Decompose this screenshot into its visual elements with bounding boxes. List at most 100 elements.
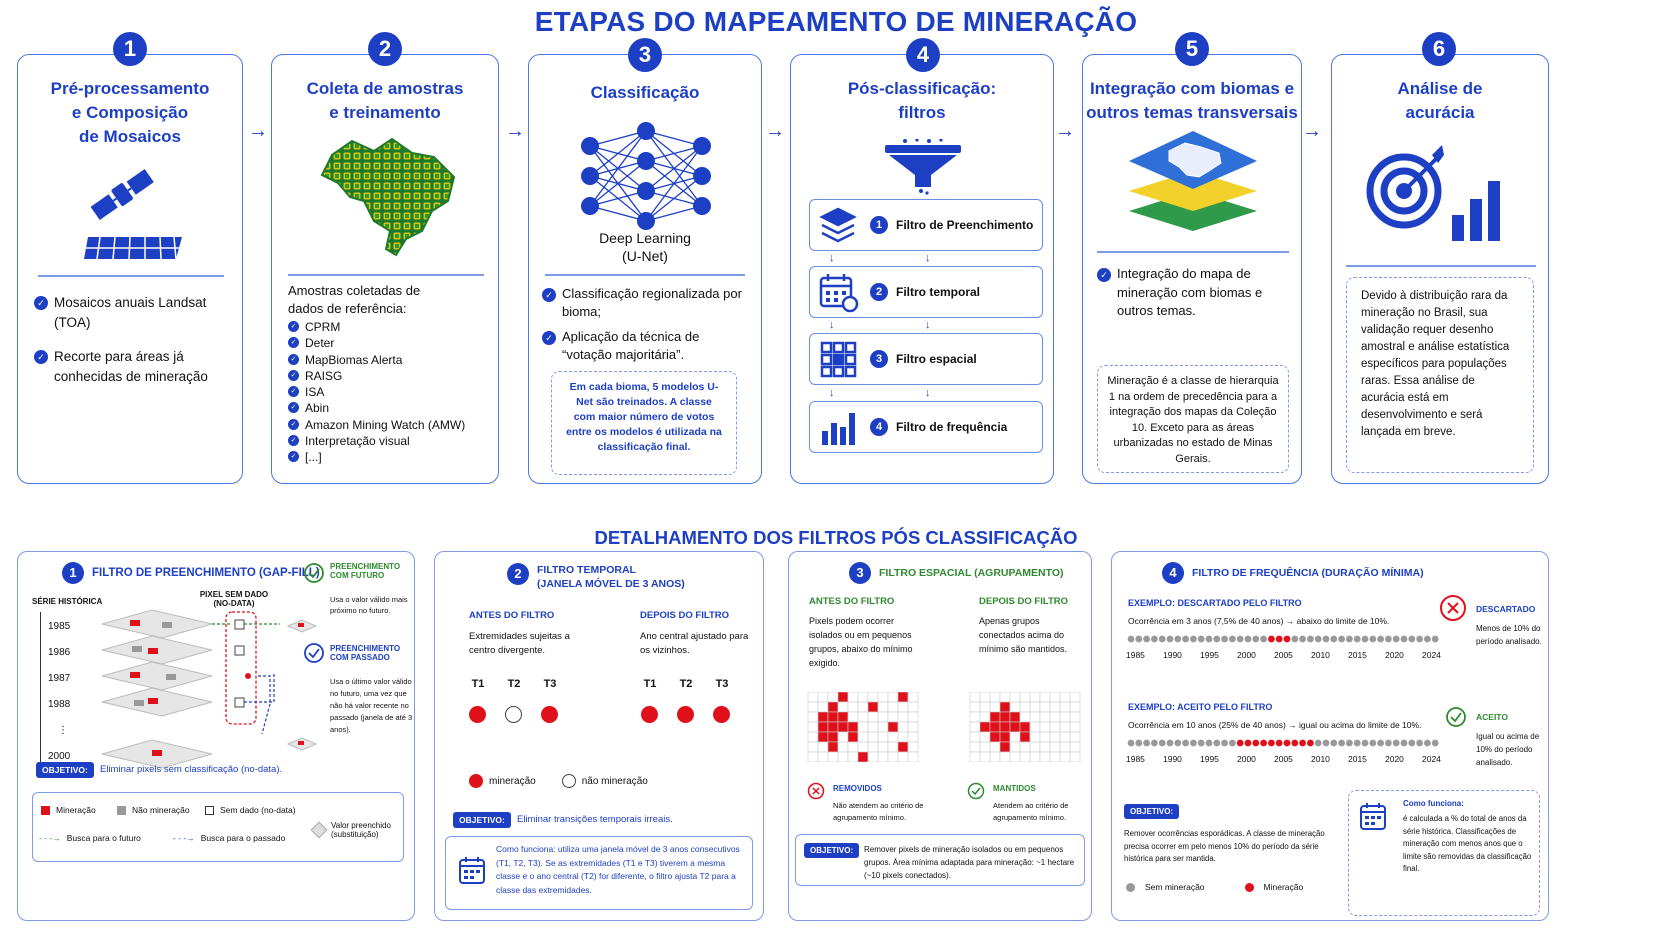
pixel-cell	[1069, 741, 1081, 753]
pixel-cell	[969, 751, 981, 762]
non-mining-year-dot	[1236, 635, 1244, 643]
divider	[1097, 251, 1289, 253]
removed-title: REMOVIDOS	[833, 784, 882, 793]
panel-title: FILTRO ESPACIAL (AGRUPAMENTO)	[879, 567, 1064, 579]
check-icon: ✓	[542, 331, 556, 345]
year-tick-label: 2005	[1274, 650, 1293, 660]
funnel-icon	[885, 139, 961, 195]
pixel-cell	[887, 731, 899, 743]
pixel-cell	[867, 692, 879, 703]
pixel-cell	[1009, 701, 1021, 713]
non-mining-year-dot	[1416, 739, 1423, 747]
objective-text: Remover ocorrências esporádicas. A class…	[1124, 829, 1325, 863]
non-mining-year-dot	[1127, 739, 1135, 747]
non-mining-year-dot	[1408, 739, 1416, 747]
pixel-cell	[979, 701, 991, 713]
pixel-cell	[817, 751, 829, 762]
mining-pixel	[1009, 721, 1021, 733]
pixel-cell	[887, 692, 899, 703]
non-mining-year-dot	[1190, 635, 1197, 643]
objective-text: Eliminar pixels sem classificação (no-da…	[100, 764, 283, 775]
mining-pixel	[827, 701, 839, 713]
x-circle-icon	[1440, 595, 1466, 621]
non-mining-year-dot	[1392, 739, 1400, 747]
mining-pixel	[827, 741, 839, 753]
mining-pixel	[897, 692, 909, 703]
mining-dot-icon	[1244, 882, 1254, 892]
mining-dot-icon	[541, 706, 558, 723]
time-step-label: T2	[507, 678, 521, 690]
non-mining-year-dot	[1424, 739, 1431, 747]
pixel-cell	[1069, 731, 1081, 743]
non-mining-dot-icon	[561, 774, 576, 788]
step-number-badge: 1	[113, 32, 147, 66]
non-mining-year-dot	[1182, 739, 1189, 747]
pixel-cell	[969, 701, 981, 713]
pixel-cell	[867, 741, 879, 753]
non-mining-year-dot	[1143, 635, 1150, 643]
mining-pixel	[999, 721, 1011, 733]
pixel-cell	[1039, 751, 1051, 762]
list-item: ✓Interpretação visual	[288, 433, 493, 449]
year-tick-label: 2000	[1237, 754, 1256, 764]
pixel-cell	[907, 701, 919, 713]
objective-tag: OBJETIVO:	[804, 843, 860, 858]
non-mining-year-dot	[1408, 635, 1416, 643]
legend-box: Mineração Não mineração Sem dado (no-dat…	[32, 792, 404, 862]
pixel-cell	[837, 701, 849, 713]
non-mining-year-dot	[1143, 739, 1150, 747]
mining-pixel	[837, 721, 849, 733]
pixel-cell	[1069, 751, 1081, 762]
list-item: ✓Recorte para áreas já conhecidas de min…	[34, 347, 234, 387]
pixel-cell	[1049, 721, 1061, 733]
pixel-cell	[887, 701, 899, 713]
non-mining-year-dot	[1166, 739, 1174, 747]
before-heading: ANTES DO FILTRO	[469, 610, 555, 621]
pixel-cell	[847, 741, 859, 753]
future-title: PREENCHIMENTO COM FUTURO	[330, 562, 401, 580]
pixel-cell	[1039, 731, 1051, 743]
pixel-cell	[1039, 701, 1051, 713]
pixel-cell	[1039, 741, 1051, 753]
kept-text: Atendem ao critério de agrupamento mínim…	[993, 801, 1069, 822]
pixel-cell	[807, 711, 819, 723]
pixel-cell	[1059, 751, 1071, 762]
pixel-cell	[897, 721, 909, 733]
non-mining-year-dot	[1400, 739, 1408, 747]
year-label: ⋮	[58, 725, 68, 736]
mining-pixel	[827, 711, 839, 723]
step-note: Devido à distribuição rara da mineração …	[1346, 277, 1534, 473]
arrow-down-icon: ↓	[925, 252, 931, 264]
pixel-cell	[827, 692, 839, 703]
check-circle-icon	[304, 563, 324, 583]
future-text: Usa o valor válido mais próximo no futur…	[330, 595, 408, 615]
mining-pixel	[999, 741, 1011, 753]
pixel-cell	[857, 731, 869, 743]
non-mining-year-dot	[1166, 635, 1174, 643]
non-mining-year-dot	[1353, 739, 1361, 747]
pixel-cell	[807, 731, 819, 743]
year-axis	[40, 612, 41, 772]
arrow-right-icon: →	[765, 120, 785, 142]
pixel-cell	[887, 751, 899, 762]
year-tick-label: 1995	[1200, 650, 1219, 660]
non-mining-year-dot	[1346, 635, 1353, 643]
time-step-label: T3	[715, 678, 729, 690]
pixel-cell	[1019, 751, 1031, 762]
non-mining-year-dot	[1260, 635, 1267, 643]
how-text: Como funciona: utiliza uma janela móvel …	[496, 844, 740, 895]
accepted-text: Igual ou acima de 10% do período analisa…	[1476, 732, 1540, 767]
check-icon: ✓	[288, 435, 299, 447]
divider	[288, 274, 484, 276]
non-mining-year-dot	[1330, 635, 1338, 643]
step-number-badge: 4	[906, 38, 940, 72]
divider	[1346, 265, 1536, 267]
mining-pixel	[867, 701, 879, 713]
objective-tag: OBJETIVO:	[1124, 804, 1180, 819]
